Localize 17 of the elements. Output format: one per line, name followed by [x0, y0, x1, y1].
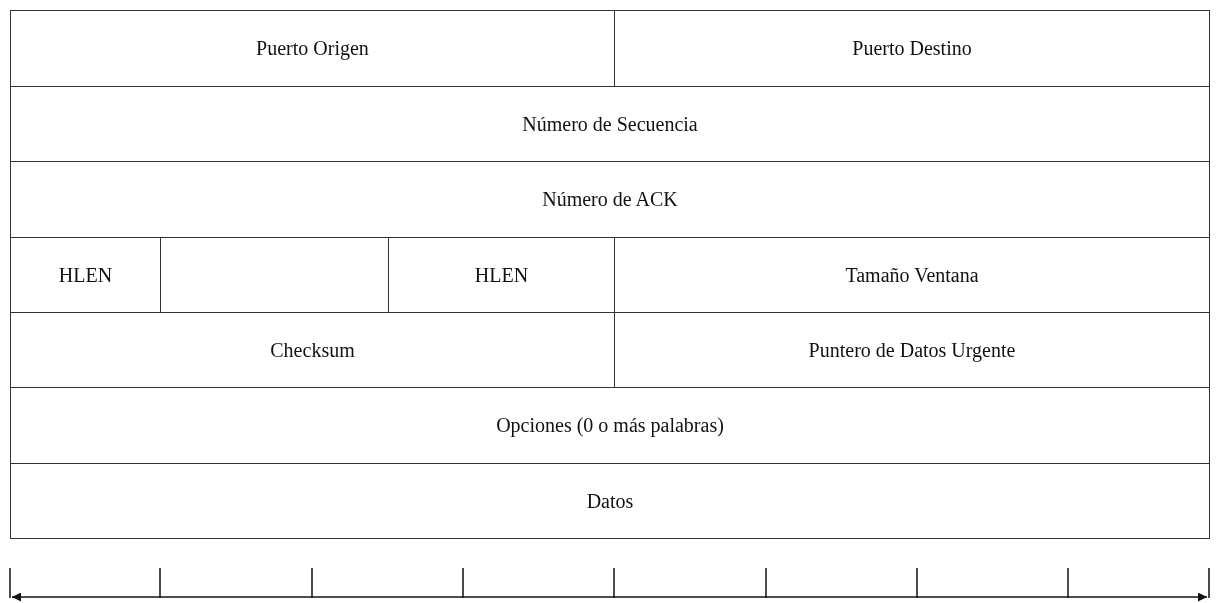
field-label: Checksum	[270, 338, 355, 362]
field-cell	[10, 463, 1210, 539]
field-label: HLEN	[58, 263, 113, 287]
field-label: Número de ACK	[542, 188, 678, 211]
field-cell	[10, 387, 1210, 464]
field-label: Datos	[586, 489, 634, 513]
field-label: Puerto Destino	[852, 37, 972, 60]
field-label: Opciones (0 o más palabras)	[496, 414, 724, 437]
field-label: Puntero de Datos Urgente	[808, 338, 1016, 362]
field-cell	[614, 10, 1210, 87]
field-label: Puerto Origen	[256, 37, 369, 60]
field-label: Tamaño Ventana	[845, 263, 979, 287]
field-label: HLEN	[474, 263, 529, 287]
field-cell	[10, 10, 615, 87]
field-cell	[10, 161, 1210, 238]
field-cell	[10, 86, 1210, 162]
field-label: Número de Secuencia	[522, 112, 698, 136]
